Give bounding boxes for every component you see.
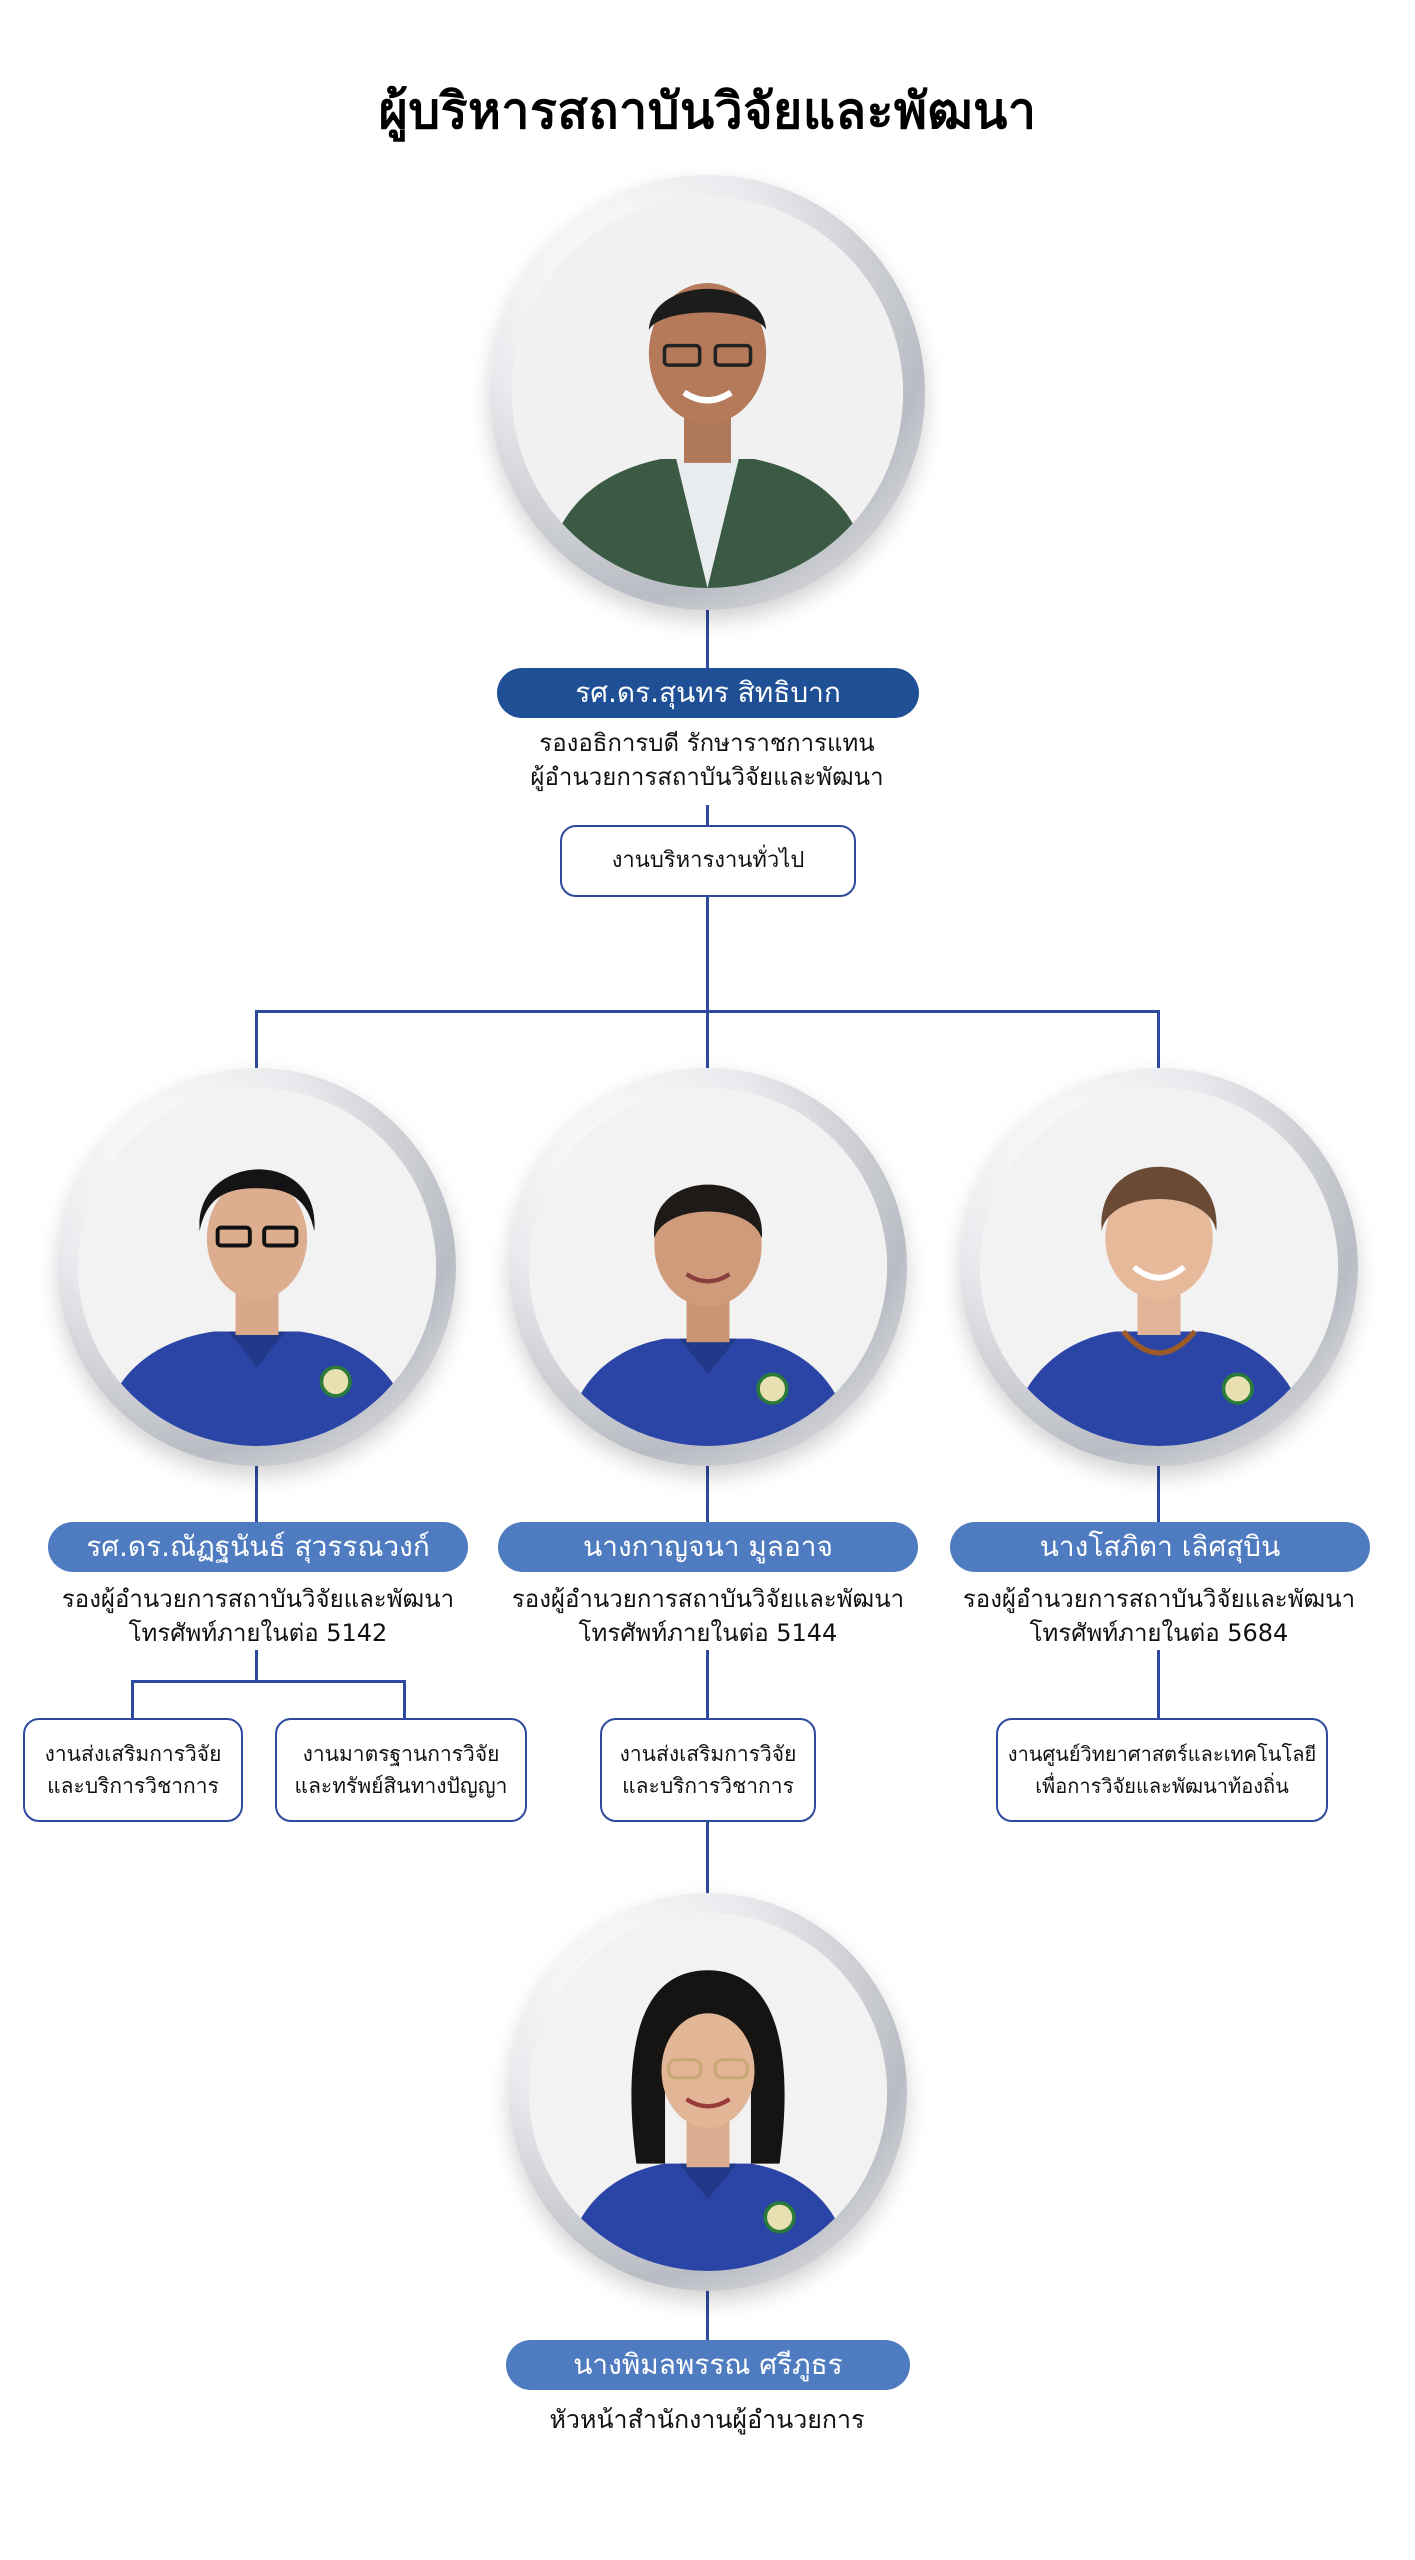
deputy-1-role: รองผู้อำนวยการสถาบันวิจัยและพัฒนา xyxy=(61,1585,455,1613)
connector-line xyxy=(706,1650,709,1720)
unit-label-line2: และบริการวิชาการ xyxy=(622,1774,794,1798)
deputy-2-role: รองผู้อำนวยการสถาบันวิจัยและพัฒนา xyxy=(511,1585,905,1613)
connector-line xyxy=(706,2285,709,2340)
unit-label-line2: และบริการวิชาการ xyxy=(47,1774,219,1798)
unit-research-promotion: งานส่งเสริมการวิจัย และบริการวิชาการ xyxy=(23,1718,243,1822)
connector-line xyxy=(255,1460,258,1525)
unit-label-line2: เพื่อการวิจัยและพัฒนาท้องถิ่น xyxy=(1035,1774,1289,1798)
office-head-photo xyxy=(529,1913,887,2271)
deputy-1-name: รศ.ดร.ณัฏฐนันธ์ สุวรรณวงก์ xyxy=(48,1522,468,1572)
connector-line xyxy=(706,1460,709,1525)
deputy-1-photo xyxy=(78,1088,436,1446)
office-head-name: นางพิมลพรรณ ศรีภูธร xyxy=(506,2340,910,2390)
connector-line xyxy=(1157,1010,1160,1068)
unit-label-line2: และทรัพย์สินทางปัญญา xyxy=(294,1774,508,1798)
unit-label: งานบริหารงานทั่วไป xyxy=(611,848,805,873)
connector-line xyxy=(706,1818,709,1896)
unit-research-promotion: งานส่งเสริมการวิจัย และบริการวิชาการ xyxy=(600,1718,816,1822)
connector-line xyxy=(131,1680,134,1720)
connector-line xyxy=(1157,1460,1160,1525)
deputy-3-role: รองผู้อำนวยการสถาบันวิจัยและพัฒนา xyxy=(962,1585,1356,1613)
deputy-3-phone: โทรศัพท์ภายในต่อ 5684 xyxy=(1029,1619,1289,1647)
director-role-line2: ผู้อำนวยการสถาบันวิจัยและพัฒนา xyxy=(530,763,884,791)
deputy-2-photo xyxy=(529,1088,887,1446)
deputy-3-name: นางโสภิตา เลิศสุบิน xyxy=(950,1522,1370,1572)
connector-line xyxy=(706,605,709,670)
unit-science-technology-center: งานศูนย์วิทยาศาสตร์และเทคโนโลยี เพื่อการ… xyxy=(996,1718,1328,1822)
connector-line xyxy=(255,1650,258,1682)
connector-line xyxy=(706,805,709,835)
unit-general-administration: งานบริหารงานทั่วไป xyxy=(560,825,856,897)
deputy-2-phone: โทรศัพท์ภายในต่อ 5144 xyxy=(578,1619,838,1647)
director-photo xyxy=(512,197,903,588)
unit-label-line1: งานศูนย์วิทยาศาสตร์และเทคโนโลยี xyxy=(1007,1742,1317,1766)
connector-line xyxy=(131,1680,406,1683)
unit-label-line1: งานส่งเสริมการวิจัย xyxy=(44,1742,222,1766)
director-name: รศ.ดร.สุนทร สิทธิบาก xyxy=(497,668,919,718)
page-title: ผู้บริหารสถาบันวิจัยและพัฒนา xyxy=(378,82,1037,140)
connector-line xyxy=(706,895,709,1012)
unit-label-line1: งานมาตรฐานการวิจัย xyxy=(302,1742,500,1766)
director-role-line1: รองอธิการบดี รักษาราชการแทน xyxy=(539,729,875,757)
deputy-3-photo xyxy=(980,1088,1338,1446)
connector-line xyxy=(1157,1650,1160,1720)
unit-research-standards: งานมาตรฐานการวิจัย และทรัพย์สินทางปัญญา xyxy=(275,1718,527,1822)
connector-line xyxy=(403,1680,406,1720)
connector-line xyxy=(706,1010,709,1068)
deputy-2-name: นางกาญจนา มูลอาจ xyxy=(498,1522,918,1572)
office-head-role: หัวหน้าสำนักงานผู้อำนวยการ xyxy=(549,2405,865,2434)
unit-label-line1: งานส่งเสริมการวิจัย xyxy=(619,1742,797,1766)
connector-line xyxy=(255,1010,258,1068)
deputy-1-phone: โทรศัพท์ภายในต่อ 5142 xyxy=(128,1619,388,1647)
